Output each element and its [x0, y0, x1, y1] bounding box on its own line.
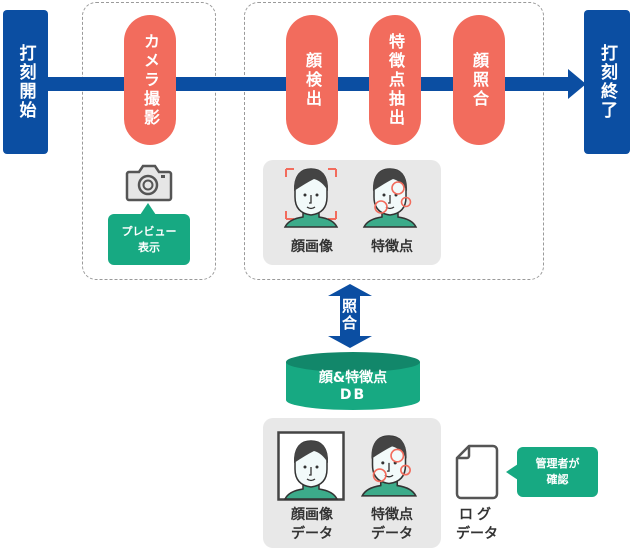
step-label: 顔検出: [303, 51, 322, 109]
end-label: 打刻終了: [597, 44, 617, 120]
camera-icon: [125, 164, 173, 202]
end-box: 打刻終了: [584, 10, 630, 154]
step-label: 顔照合: [470, 51, 489, 109]
database-text: 顔&特徴点: [318, 370, 388, 386]
start-box: 打刻開始: [3, 10, 48, 154]
match-arrow: [328, 284, 372, 348]
database-cylinder-icon: [286, 352, 420, 410]
step-camera-capture: カメラ撮影: [124, 15, 176, 145]
label-text: 特徴点: [371, 507, 413, 523]
match-label: 照合: [340, 298, 360, 332]
step-feature-extraction: 特徴点抽出: [369, 15, 421, 145]
face-photo-icon: [277, 431, 345, 501]
label-text: データ: [291, 526, 333, 542]
label-text: データ: [456, 526, 498, 542]
label-text: 顔画像: [291, 507, 333, 523]
step-face-detection: 顔検出: [286, 15, 338, 145]
face-image-data-label: 顔画像 データ: [272, 506, 352, 544]
database-label: 顔&特徴点 DB: [286, 370, 420, 404]
admin-check-bubble: 管理者が 確認: [517, 447, 598, 497]
match-text: 照合: [340, 298, 358, 332]
face-feature-icon: [362, 168, 418, 228]
preview-bubble: プレビュー 表示: [108, 214, 190, 265]
face-detect-icon: [283, 168, 339, 228]
label-text: データ: [371, 526, 413, 542]
database-text: DB: [339, 387, 367, 403]
bubble-text: プレビュー: [121, 224, 177, 238]
document-icon: [455, 444, 499, 500]
start-label: 打刻開始: [15, 44, 36, 120]
processing-panel: [263, 160, 441, 265]
log-data-label: ログ データ: [440, 506, 514, 544]
step-label: カメラ撮影: [141, 32, 160, 128]
feature-data-label: 特徴点 データ: [352, 506, 432, 544]
face-feature-data-icon: [360, 435, 418, 497]
step-face-matching: 顔照合: [453, 15, 505, 145]
preview-bubble-pointer: [140, 203, 156, 215]
label-text: ログ: [459, 507, 495, 523]
feature-points-label: 特徴点: [371, 239, 413, 255]
recognition-group-box: [244, 2, 544, 280]
admin-bubble-pointer: [506, 464, 518, 480]
step-label: 特徴点抽出: [386, 32, 405, 128]
bubble-text: 管理者が: [535, 457, 580, 470]
face-image-label: 顔画像: [291, 239, 333, 255]
bubble-text: 確認: [546, 473, 569, 486]
bubble-text: 表示: [138, 240, 160, 254]
camera-group-box: [82, 2, 216, 280]
